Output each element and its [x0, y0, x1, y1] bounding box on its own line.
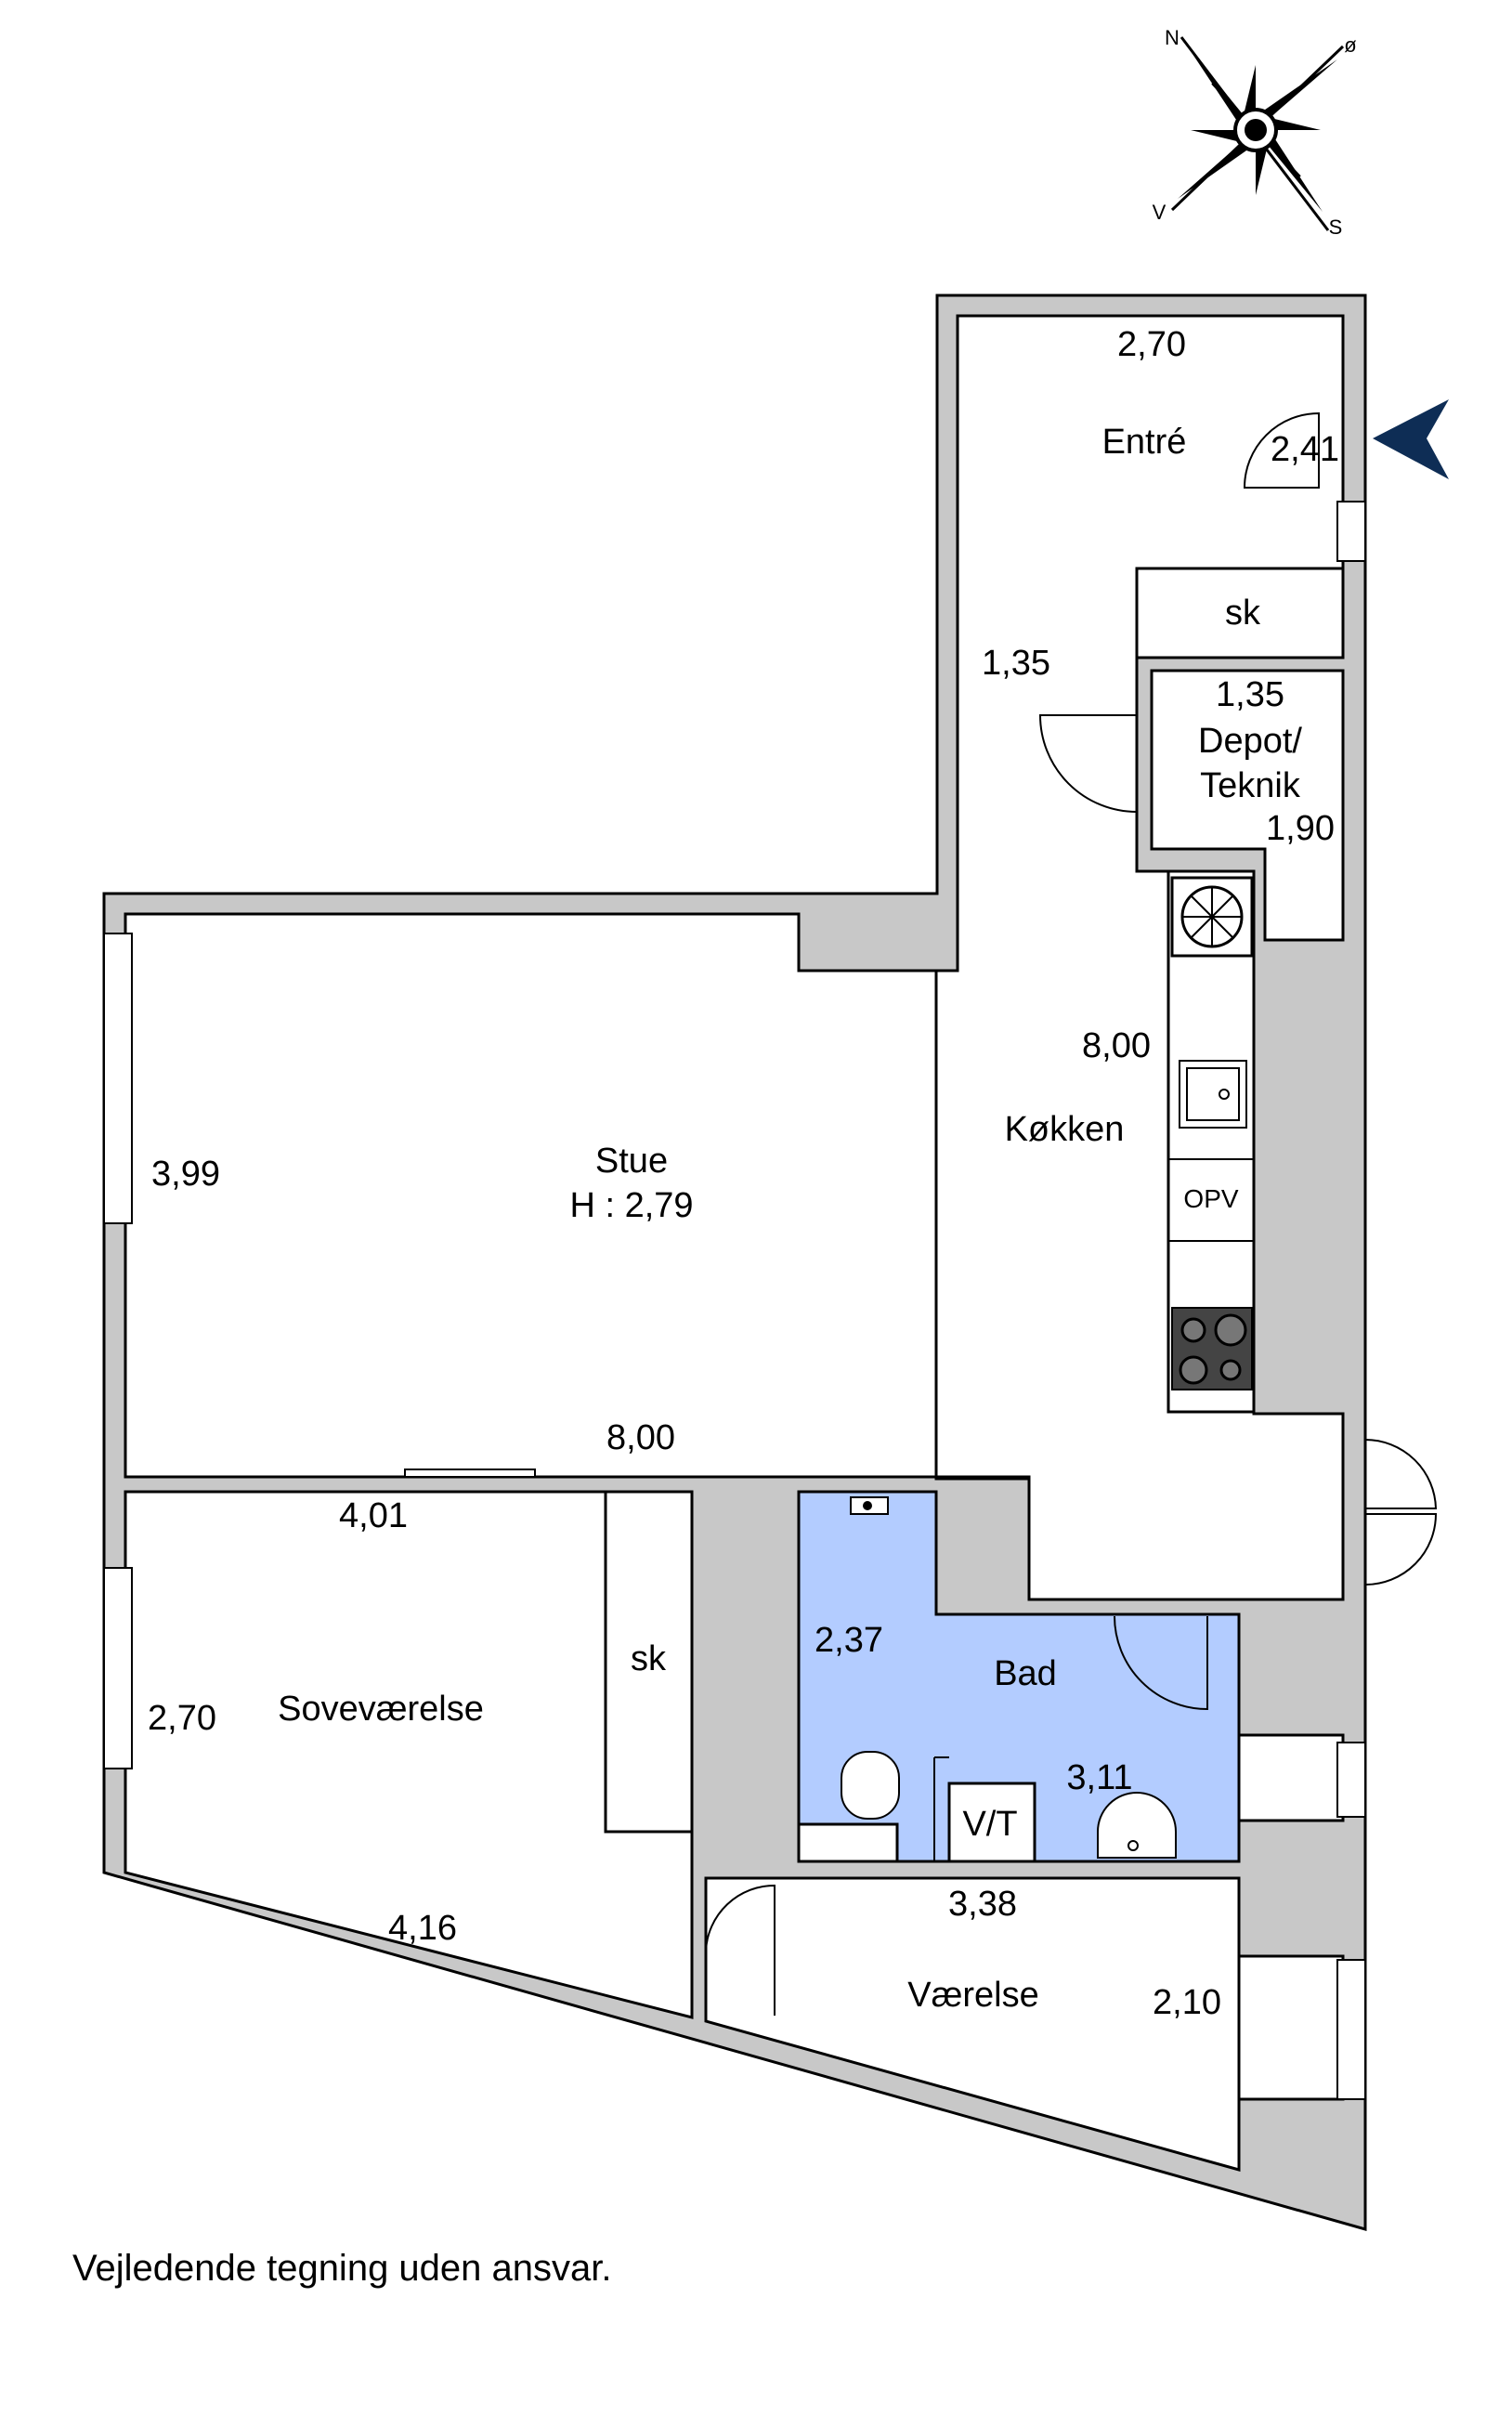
entrance-door [1243, 411, 1320, 489]
depot-name-2: Teknik [1200, 766, 1301, 805]
depot-dim-w: 1,35 [1216, 675, 1284, 714]
entre-dim-h: 2,41 [1271, 430, 1339, 469]
kitchen-dim: 8,00 [1082, 1026, 1151, 1065]
sove-dim-w: 4,01 [339, 1496, 408, 1535]
window-niche-1 [1336, 1742, 1366, 1818]
sink-icon [1179, 1060, 1247, 1129]
sove-name: Soveværelse [278, 1690, 484, 1729]
room-stue [124, 912, 1031, 1481]
compass-e: ø [1344, 33, 1356, 57]
washer-dryer [947, 1782, 1036, 1863]
fan-blades-icon [1182, 887, 1242, 946]
room-vaerelse [704, 1876, 1241, 2172]
toilet-icon [841, 1751, 900, 1820]
balcony-niche-2 [1237, 1954, 1345, 2101]
balcony-niche-1 [1237, 1733, 1345, 1822]
entre-dim-w: 2,70 [1117, 325, 1186, 364]
bad-name: Bad [994, 1654, 1057, 1693]
room-depot [1150, 669, 1345, 942]
vaerelse-dim-w: 3,38 [948, 1885, 1017, 1924]
faucet-icon [1219, 1089, 1230, 1100]
sink-basin-icon [1186, 1067, 1240, 1121]
vaerelse-name: Værelse [907, 1976, 1039, 2015]
bad-dim-w: 3,11 [1066, 1758, 1132, 1797]
opv-label: OPV [1183, 1184, 1238, 1213]
depot-door [1038, 714, 1138, 813]
bad-door [1114, 1615, 1208, 1711]
washbasin-icon [1097, 1792, 1177, 1859]
stue-height: H : 2,79 [569, 1186, 693, 1225]
bad-dim-h: 2,37 [815, 1621, 883, 1660]
sove-dim-h: 2,70 [148, 1699, 216, 1738]
depot-name-1: Depot/ [1198, 722, 1302, 761]
terrace-door-1 [1364, 1439, 1438, 1509]
vt-label: V/T [962, 1805, 1017, 1844]
hall-dim: 1,35 [982, 644, 1050, 683]
toilet-tank-icon [797, 1822, 899, 1863]
room-sk-mid [604, 1490, 694, 1834]
compass-w: V [1153, 201, 1167, 224]
window-sovevaerelse [103, 1567, 133, 1769]
disclaimer-text: Vejledende tegning uden ansvar. [72, 2248, 612, 2289]
compass-n: N [1165, 26, 1180, 49]
room-sk-top [1135, 567, 1345, 659]
compass-s: S [1329, 215, 1343, 239]
stue-dim-h: 3,99 [151, 1155, 220, 1194]
window-entre [1336, 501, 1366, 562]
shower-head-icon [850, 1496, 889, 1515]
vaerelse-door [705, 1884, 776, 2016]
sk-mid-label: sk [631, 1639, 667, 1678]
window-stue [103, 933, 133, 1224]
sove-dim-bottom: 4,16 [388, 1909, 457, 1948]
entry-arrow-icon [1373, 399, 1449, 479]
terrace-door-2 [1364, 1513, 1438, 1586]
vaerelse-dim-h: 2,10 [1153, 1983, 1221, 2022]
stue-name: Stue [595, 1142, 668, 1181]
sliding-door [404, 1469, 536, 1478]
stue-dim-w: 8,00 [606, 1418, 675, 1457]
entre-name: Entré [1102, 423, 1187, 462]
compass-rose-icon [1170, 36, 1345, 231]
sk-top-label: sk [1225, 594, 1261, 633]
kitchen-name: Køkken [1005, 1110, 1125, 1149]
depot-dim-h: 1,90 [1266, 809, 1335, 848]
window-vaerelse [1336, 1959, 1366, 2100]
